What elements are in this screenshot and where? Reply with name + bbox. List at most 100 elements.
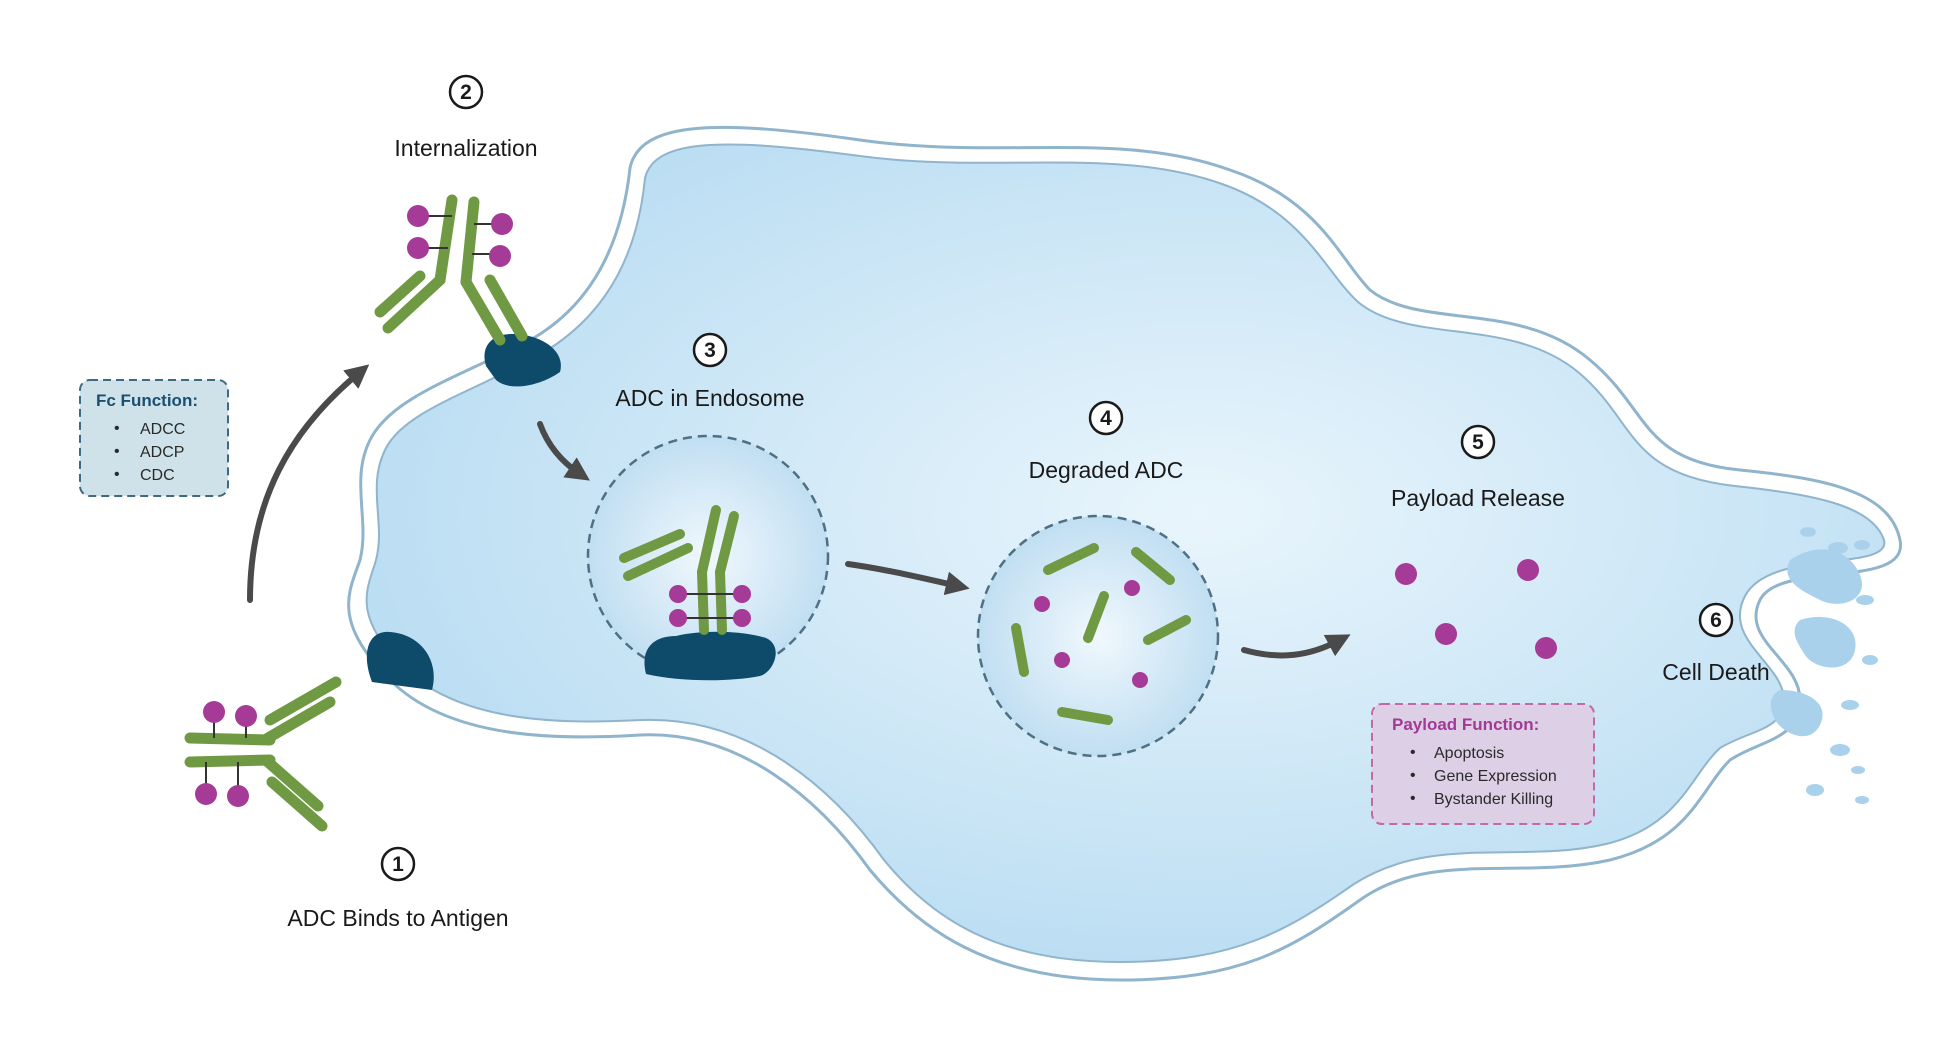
- antibody-light-chain: [374, 270, 426, 318]
- released-payloads: [1395, 559, 1557, 659]
- payload-function-title: Payload Function:: [1392, 715, 1539, 734]
- adc-antibody-binding: [184, 676, 342, 832]
- antibody-light-chain: [484, 274, 528, 342]
- antibody-heavy-chain: [184, 754, 276, 768]
- step-5: 5 Payload Release: [1391, 424, 1565, 511]
- step-number-circle: [380, 846, 416, 882]
- antigen-receptor: [366, 631, 434, 690]
- payload-bullet: •: [1410, 767, 1416, 784]
- step-number: 5: [1472, 431, 1484, 454]
- step-label: Internalization: [394, 135, 537, 161]
- arrow-internalization-to-endosome: [537, 421, 590, 481]
- payload-function-panel: [1371, 703, 1595, 825]
- payload-drug: [407, 237, 429, 259]
- process-arrows: [247, 364, 1351, 659]
- membrane-fragment: [1828, 542, 1848, 554]
- antibody-light-chain: [697, 505, 721, 577]
- cell-death-fragments: [1770, 527, 1878, 804]
- fc-bullet: •: [114, 443, 120, 460]
- step-number: 1: [392, 853, 404, 876]
- antibody-light-chain: [262, 756, 324, 812]
- step-2: 2 Internalization: [394, 74, 538, 161]
- antibody-heavy-chain: [715, 567, 727, 635]
- membrane-fragment: [1855, 796, 1869, 804]
- step-number: 3: [704, 339, 716, 362]
- antibody-heavy-chain: [460, 196, 480, 288]
- receptors: [366, 334, 561, 690]
- step-3: 3 ADC in Endosome: [615, 332, 805, 411]
- membrane-fragment: [1841, 700, 1859, 710]
- payload-drug: [1535, 637, 1557, 659]
- step-6: 6 Cell Death: [1662, 602, 1770, 685]
- payload-drug: [1034, 596, 1050, 612]
- payload-bullet: •: [1410, 744, 1416, 761]
- antibody-heavy-chain: [434, 194, 458, 286]
- cell-outer-membrane: [347, 125, 1902, 982]
- membrane-fragment: [1806, 784, 1824, 796]
- step-number: 6: [1710, 609, 1722, 632]
- membrane-fragment: [1862, 655, 1878, 665]
- antibody-light-chain: [715, 511, 739, 577]
- step-label: ADC in Endosome: [615, 385, 804, 411]
- adc-antibody-internalizing: [374, 194, 528, 346]
- payload-drug: [491, 213, 513, 235]
- fc-function-item: ADCC: [140, 421, 185, 438]
- step-label: Cell Death: [1662, 659, 1769, 685]
- payload-drug: [733, 609, 751, 627]
- payload-drug: [1395, 563, 1417, 585]
- antibody-light-chain: [266, 776, 328, 832]
- antibody-fragment: [1011, 623, 1029, 677]
- antibody-light-chain: [264, 676, 342, 726]
- payload-drug: [733, 585, 751, 603]
- payload-drug: [1517, 559, 1539, 581]
- arrow-lysosome-to-release: [1241, 634, 1351, 659]
- payload-drug: [489, 245, 511, 267]
- fc-function-panel: [79, 379, 229, 497]
- antibody-heavy-chain: [184, 732, 276, 746]
- fc-bullet: •: [114, 420, 120, 437]
- antibody-fragment: [1057, 707, 1113, 725]
- membrane-fragment: [1800, 527, 1816, 537]
- antibody-light-chain: [623, 543, 693, 581]
- payload-drug: [235, 705, 257, 727]
- step-label: Degraded ADC: [1029, 457, 1184, 483]
- fc-bullet: •: [114, 466, 120, 483]
- step-number: 4: [1100, 407, 1112, 430]
- arrow-endosome-to-lysosome: [845, 561, 970, 596]
- payload-drug: [1435, 623, 1457, 645]
- payload-drug: [1124, 580, 1140, 596]
- membrane-fragment: [1830, 744, 1850, 756]
- membrane-blob: [1787, 549, 1862, 604]
- membrane-fragment: [1856, 595, 1874, 605]
- payload-drug: [195, 783, 217, 805]
- step-number-circle: [448, 74, 484, 110]
- endosome: [586, 434, 830, 681]
- membrane-blob: [1794, 616, 1856, 668]
- membrane-fragment: [1851, 766, 1865, 774]
- step-label: ADC Binds to Antigen: [287, 905, 508, 931]
- step-number-circle: [1460, 424, 1496, 460]
- membrane-fragment: [1854, 540, 1870, 550]
- step-1: 1 ADC Binds to Antigen: [287, 846, 509, 931]
- antigen-receptor: [484, 334, 561, 387]
- antibody-fragment: [1131, 547, 1175, 585]
- payload-function-item: Gene Expression: [1434, 768, 1557, 785]
- antibody-light-chain: [619, 529, 685, 563]
- payload-drug: [1054, 652, 1070, 668]
- step-label: Payload Release: [1391, 485, 1565, 511]
- fc-function-item: CDC: [140, 467, 175, 484]
- antibody-light-chain: [382, 274, 446, 334]
- payload-drug: [227, 785, 249, 807]
- antibody-light-chain: [460, 276, 506, 346]
- antibody-heavy-chain: [697, 567, 709, 635]
- endosome-receptor: [644, 631, 776, 681]
- payload-drug: [203, 701, 225, 723]
- payload-drug: [407, 205, 429, 227]
- antibody-fragment: [1043, 543, 1099, 575]
- antibody-fragment: [1083, 591, 1109, 643]
- antibody-light-chain: [262, 696, 336, 744]
- arrow-binding-to-internalization: [247, 364, 370, 603]
- fc-function-item: ADCP: [140, 444, 184, 461]
- lysosome: [976, 514, 1220, 758]
